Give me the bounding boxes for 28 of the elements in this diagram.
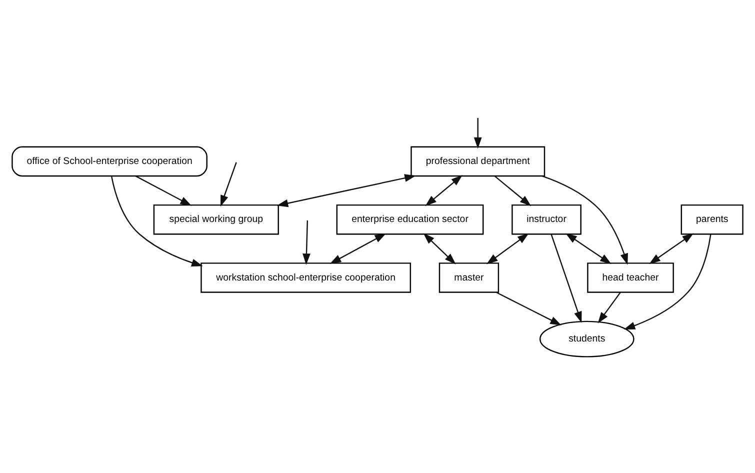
node-box: master	[438, 262, 500, 292]
node-box: instructor	[512, 204, 582, 234]
node-box: workstation school-enterprise cooperation	[200, 262, 412, 292]
arrow	[330, 232, 386, 264]
arrow	[494, 175, 532, 206]
arrow	[598, 292, 621, 323]
node-box: head teacher	[587, 262, 674, 292]
node-box: special working group	[153, 204, 279, 234]
arrow	[649, 232, 694, 264]
arrow	[220, 162, 237, 206]
arrow	[110, 175, 203, 266]
node-ellipse: students	[539, 320, 634, 357]
arrow	[423, 232, 456, 264]
arrow	[566, 232, 612, 264]
node-box: professional department	[410, 146, 546, 176]
node-box: office of School-enterprise cooperation	[12, 146, 208, 176]
arrow	[302, 220, 310, 264]
arrow	[474, 117, 482, 148]
arrow	[550, 233, 582, 322]
arrow	[425, 174, 462, 206]
arrow	[486, 232, 529, 264]
arrow	[496, 291, 562, 325]
node-box: parents	[680, 204, 744, 234]
arrow	[624, 234, 712, 329]
arrow	[276, 174, 416, 207]
node-box: enterprise education sector	[336, 204, 484, 234]
arrow	[135, 175, 192, 206]
arrow	[542, 174, 628, 264]
